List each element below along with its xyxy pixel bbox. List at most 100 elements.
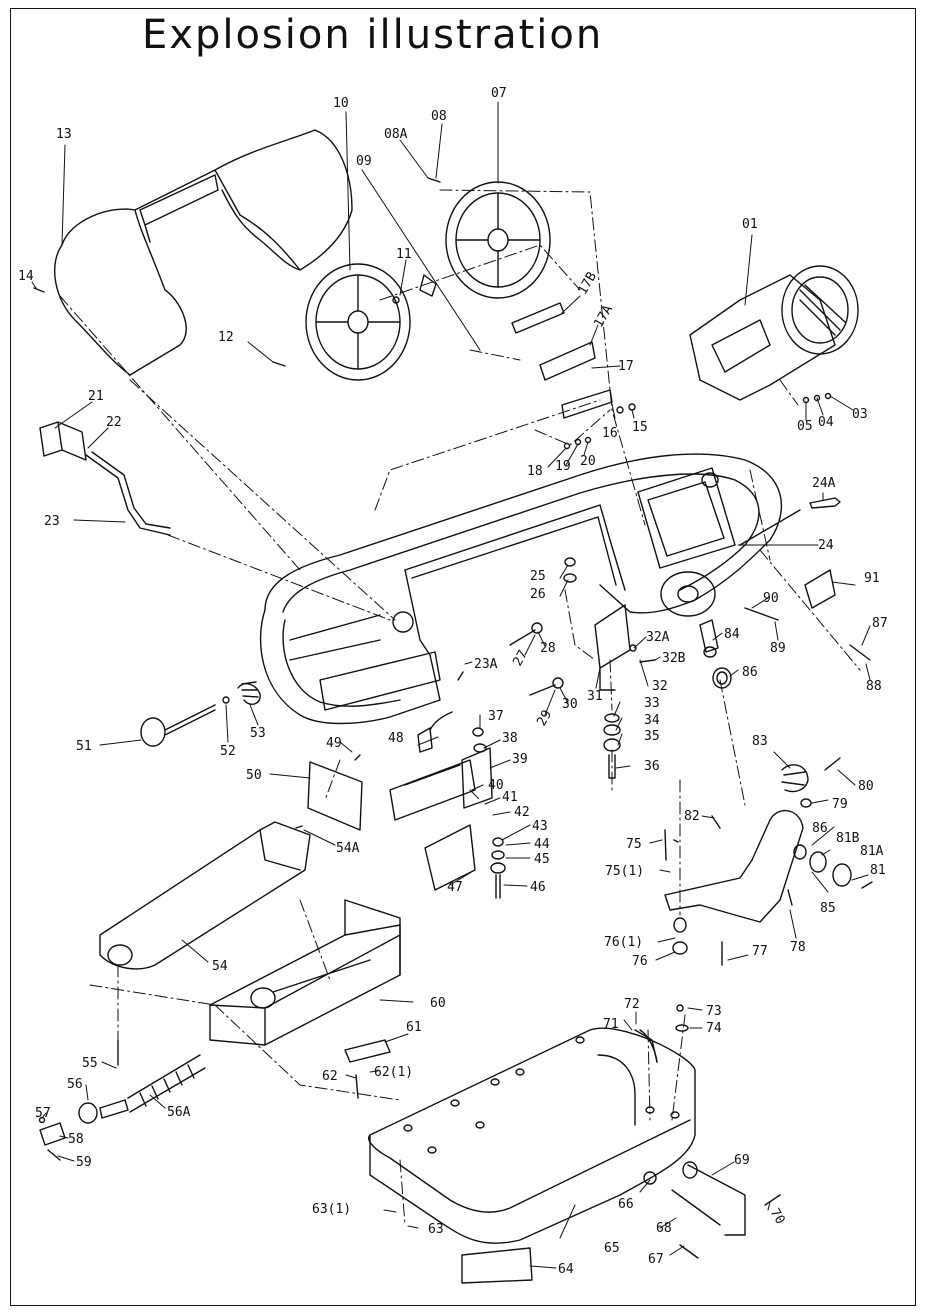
page-title: Explosion illustration: [142, 12, 604, 58]
label-78: 78: [790, 940, 806, 955]
label-05: 05: [797, 419, 813, 434]
label-35: 35: [644, 729, 660, 744]
label-80: 80: [858, 779, 874, 794]
label-75: 75: [626, 837, 642, 852]
label-43: 43: [532, 819, 548, 834]
label-09: 09: [356, 154, 372, 169]
label-61: 61: [406, 1020, 422, 1035]
base-arm: [99, 821, 311, 970]
label-62: 62: [322, 1069, 338, 1084]
label-79: 79: [832, 797, 848, 812]
small-hardware: [33, 177, 441, 367]
label-74: 74: [706, 1021, 722, 1036]
part-labels: 01 03 04 05 07 08 08A 09 10 11 12 13 14 …: [18, 86, 888, 1277]
label-39: 39: [512, 752, 528, 767]
label-81a: 81A: [860, 844, 884, 859]
label-56a: 56A: [167, 1105, 191, 1120]
saw-bow-frame: [259, 453, 783, 725]
label-81: 81: [870, 863, 886, 878]
label-70: 70: [767, 1206, 788, 1227]
label-34: 34: [644, 713, 660, 728]
label-20: 20: [580, 454, 596, 469]
label-08a: 08A: [384, 127, 408, 142]
label-55: 55: [82, 1056, 98, 1071]
label-13: 13: [56, 127, 72, 142]
label-54: 54: [212, 959, 228, 974]
label-37: 37: [488, 709, 504, 724]
label-36: 36: [644, 759, 660, 774]
label-25: 25: [530, 569, 546, 584]
label-54a: 54A: [336, 841, 360, 856]
label-82: 82: [684, 809, 700, 824]
label-52: 52: [220, 744, 236, 759]
label-65: 65: [604, 1241, 620, 1256]
label-91: 91: [864, 571, 880, 586]
label-90: 90: [763, 591, 779, 606]
label-22: 22: [106, 415, 122, 430]
label-84: 84: [724, 627, 740, 642]
switch-box: [39, 421, 171, 536]
angle-scale: [634, 1004, 689, 1063]
drive-wheel: [305, 263, 411, 381]
label-56: 56: [67, 1077, 83, 1092]
label-58: 58: [68, 1132, 84, 1147]
blade-guide-parts: [511, 302, 832, 450]
label-04: 04: [818, 415, 834, 430]
label-75-1: 75(1): [605, 864, 644, 879]
label-03: 03: [852, 407, 868, 422]
label-30: 30: [562, 697, 578, 712]
label-38: 38: [502, 731, 518, 746]
label-45: 45: [534, 852, 550, 867]
label-69: 69: [734, 1153, 750, 1168]
guide-bracket-hardware: [457, 557, 656, 779]
label-63-1: 63(1): [312, 1202, 351, 1217]
label-85: 85: [820, 901, 836, 916]
base-foot: [461, 1247, 533, 1284]
label-08: 08: [431, 109, 447, 124]
label-26: 26: [530, 587, 546, 602]
label-17b: 17B: [575, 270, 600, 298]
label-49: 49: [326, 736, 342, 751]
label-88: 88: [866, 679, 882, 694]
label-86a: 86: [742, 665, 758, 680]
label-12: 12: [218, 330, 234, 345]
label-81b: 81B: [836, 831, 860, 846]
label-11: 11: [396, 247, 412, 262]
idler-wheel: [445, 181, 551, 299]
label-72: 72: [624, 997, 640, 1012]
label-66: 66: [618, 1197, 634, 1212]
assembly-lines: [59, 189, 861, 1226]
label-16: 16: [602, 426, 618, 441]
label-76: 76: [632, 954, 648, 969]
label-24: 24: [818, 538, 834, 553]
label-59: 59: [76, 1155, 92, 1170]
main-base: [368, 1027, 696, 1244]
label-77: 77: [752, 944, 768, 959]
label-86b: 86: [812, 821, 828, 836]
label-07: 07: [491, 86, 507, 101]
label-44: 44: [534, 837, 550, 852]
label-60: 60: [430, 996, 446, 1011]
page-border: [10, 8, 916, 1306]
pivot-bracket: [664, 757, 873, 966]
label-48: 48: [388, 731, 404, 746]
label-76-1: 76(1): [604, 935, 643, 950]
label-33: 33: [644, 696, 660, 711]
label-57: 57: [35, 1106, 51, 1121]
label-67: 67: [648, 1252, 664, 1267]
label-01: 01: [742, 217, 758, 232]
label-62-1: 62(1): [374, 1065, 413, 1080]
label-31: 31: [587, 689, 603, 704]
label-15: 15: [632, 420, 648, 435]
blade-tension-knob: [809, 497, 841, 509]
label-83: 83: [752, 734, 768, 749]
bracket-91: [744, 569, 871, 661]
label-63: 63: [428, 1222, 444, 1237]
motor: [689, 265, 859, 401]
label-64: 64: [558, 1262, 574, 1277]
label-23a: 23A: [474, 657, 498, 672]
blade-guard-cover: [54, 129, 353, 376]
label-71: 71: [603, 1017, 619, 1032]
label-24a: 24A: [812, 476, 836, 491]
